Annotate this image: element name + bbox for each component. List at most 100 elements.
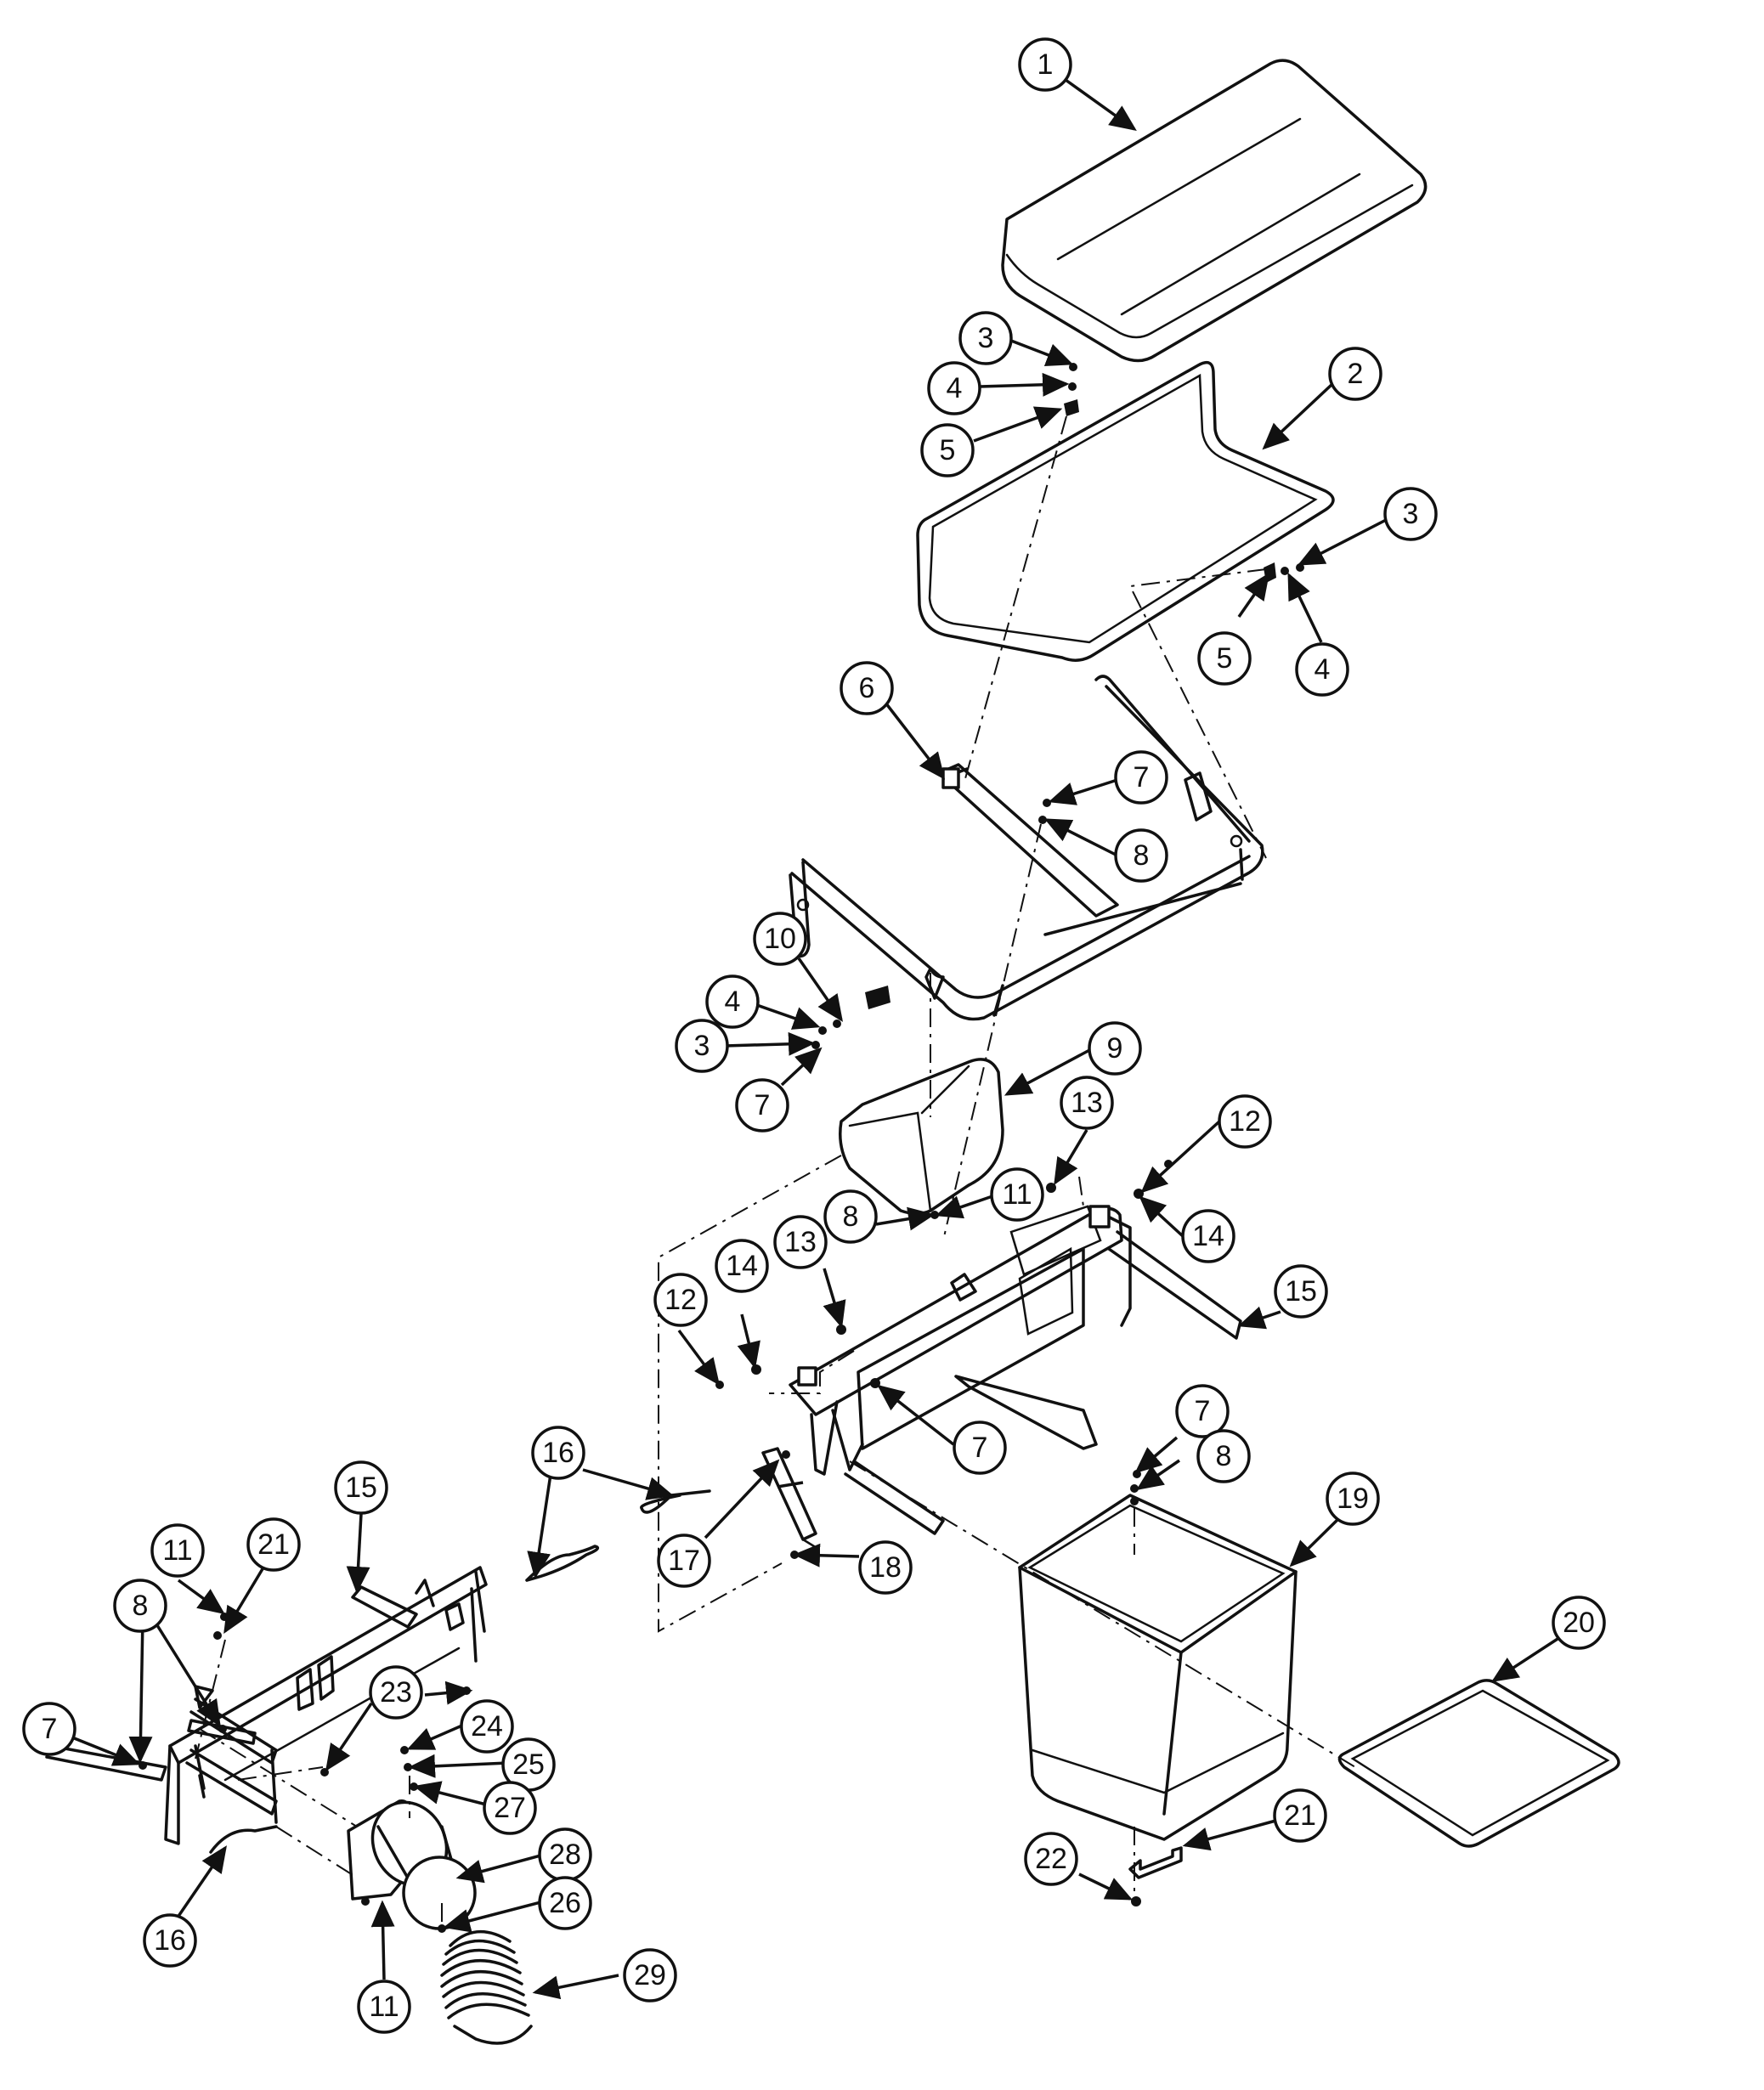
svg-text:3: 3 [978,322,994,354]
svg-text:8: 8 [1216,1440,1232,1472]
callout-3: 3 [1383,487,1438,541]
callout-4: 4 [927,361,981,415]
callout-12: 12 [653,1273,708,1327]
svg-text:14: 14 [1192,1220,1224,1252]
callout-28: 28 [538,1827,592,1882]
svg-text:7: 7 [755,1089,771,1121]
callout-11: 11 [357,1980,411,2034]
svg-text:22: 22 [1035,1843,1067,1875]
part-coil [440,1930,533,2045]
callout-17: 17 [657,1534,711,1588]
callout-6: 6 [840,661,894,715]
callout-3: 3 [675,1019,729,1073]
callout-15: 15 [334,1460,388,1515]
part-upper-frame [789,675,1264,1021]
svg-text:19: 19 [1337,1483,1369,1515]
svg-text:7: 7 [42,1713,58,1745]
callout-7: 7 [735,1078,789,1133]
svg-text:11: 11 [369,1991,399,2023]
callout-bubbles: 1 2 3 4 5 3 5 4 6 7 8 10 4 3 7 9 13 12 1… [22,37,1606,2034]
svg-text:16: 16 [542,1437,574,1469]
part-bin-bracket [1128,1846,1183,1879]
callout-8: 8 [113,1579,167,1633]
svg-text:15: 15 [345,1471,377,1504]
part-gasket [916,360,1335,662]
callout-15: 15 [1274,1264,1328,1319]
callout-22: 22 [1024,1832,1078,1886]
callout-8: 8 [823,1189,878,1244]
callout-2: 2 [1328,347,1382,401]
svg-text:5: 5 [1217,642,1233,675]
callout-12: 12 [1218,1094,1272,1149]
svg-text:24: 24 [471,1710,503,1743]
svg-text:13: 13 [1071,1087,1103,1119]
svg-text:18: 18 [869,1551,902,1584]
part-motor-housing [347,1799,477,1930]
callout-25: 25 [501,1737,556,1792]
svg-text:6: 6 [859,672,875,704]
svg-text:11: 11 [1002,1178,1032,1211]
callout-7: 7 [1175,1384,1230,1438]
callout-24: 24 [460,1699,514,1754]
svg-text:14: 14 [726,1250,758,1282]
svg-text:3: 3 [694,1030,710,1062]
callout-11: 11 [150,1523,205,1578]
callout-14: 14 [715,1239,769,1293]
svg-text:13: 13 [784,1226,817,1258]
svg-text:11: 11 [162,1534,192,1567]
svg-text:9: 9 [1107,1032,1123,1065]
part-lid-cover [1001,59,1428,363]
svg-text:4: 4 [1315,653,1331,686]
part-main-frame [789,1205,1242,1535]
svg-text:7: 7 [1195,1395,1211,1427]
callout-10: 10 [753,912,807,966]
callout-20: 20 [1552,1596,1606,1650]
callout-16: 16 [143,1913,197,1968]
part-link-rod [761,1447,817,1548]
svg-text:28: 28 [549,1839,581,1871]
callout-7: 7 [953,1421,1007,1475]
svg-text:20: 20 [1563,1607,1595,1639]
callout-7: 7 [1114,750,1168,805]
callout-3: 3 [958,311,1013,365]
svg-text:12: 12 [664,1284,697,1316]
svg-text:8: 8 [1134,839,1150,872]
callout-14: 14 [1181,1209,1235,1263]
svg-text:29: 29 [634,1959,666,1991]
callout-16: 16 [531,1426,585,1480]
svg-text:16: 16 [154,1924,186,1957]
svg-text:21: 21 [257,1528,290,1561]
callout-27: 27 [483,1781,537,1835]
callout-13: 13 [773,1215,828,1269]
svg-text:10: 10 [764,923,796,955]
svg-text:21: 21 [1284,1799,1316,1832]
svg-text:27: 27 [494,1792,526,1824]
svg-text:12: 12 [1229,1105,1261,1138]
svg-text:2: 2 [1348,358,1364,390]
svg-text:8: 8 [133,1590,149,1622]
svg-text:15: 15 [1285,1275,1317,1308]
part-lower-frame [45,1566,488,1845]
callout-8: 8 [1196,1429,1251,1483]
svg-text:7: 7 [1134,761,1150,794]
callout-11: 11 [990,1167,1044,1222]
svg-text:17: 17 [668,1545,700,1577]
svg-text:4: 4 [725,986,741,1018]
svg-text:25: 25 [512,1748,545,1781]
svg-text:7: 7 [972,1432,988,1464]
callout-26: 26 [538,1876,592,1930]
callout-5: 5 [920,423,975,477]
svg-text:1: 1 [1037,48,1054,81]
callout-23: 23 [369,1665,423,1720]
callout-13: 13 [1060,1076,1114,1130]
callout-19: 19 [1326,1471,1380,1526]
callout-29: 29 [623,1948,677,2002]
callout-1: 1 [1018,37,1072,92]
svg-text:8: 8 [843,1200,859,1233]
svg-text:26: 26 [549,1887,581,1919]
assembly-centerlines [195,415,1356,1937]
callout-18: 18 [858,1540,913,1595]
svg-text:3: 3 [1403,498,1419,530]
svg-text:23: 23 [380,1676,412,1709]
